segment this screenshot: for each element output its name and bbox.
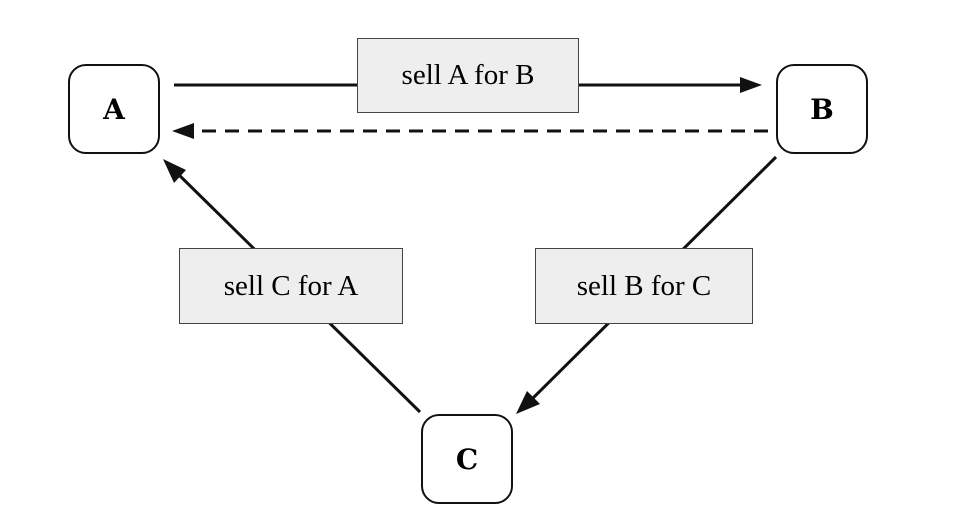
edge-b-to-a-arrowhead [172,123,194,139]
edge-b-to-c-arrowhead [516,391,540,414]
edge-a-to-b-arrowhead [740,77,762,93]
edge-label-sell-a-for-b: sell A for B [357,38,579,113]
node-b: B [776,64,868,154]
edge-label-sell-b-for-c: sell B for C [535,248,753,324]
edge-label-sell-c-for-a: sell C for A [179,248,403,324]
edge-c-to-a-arrowhead [163,159,186,183]
node-a: A [68,64,160,154]
node-c: C [421,414,513,504]
